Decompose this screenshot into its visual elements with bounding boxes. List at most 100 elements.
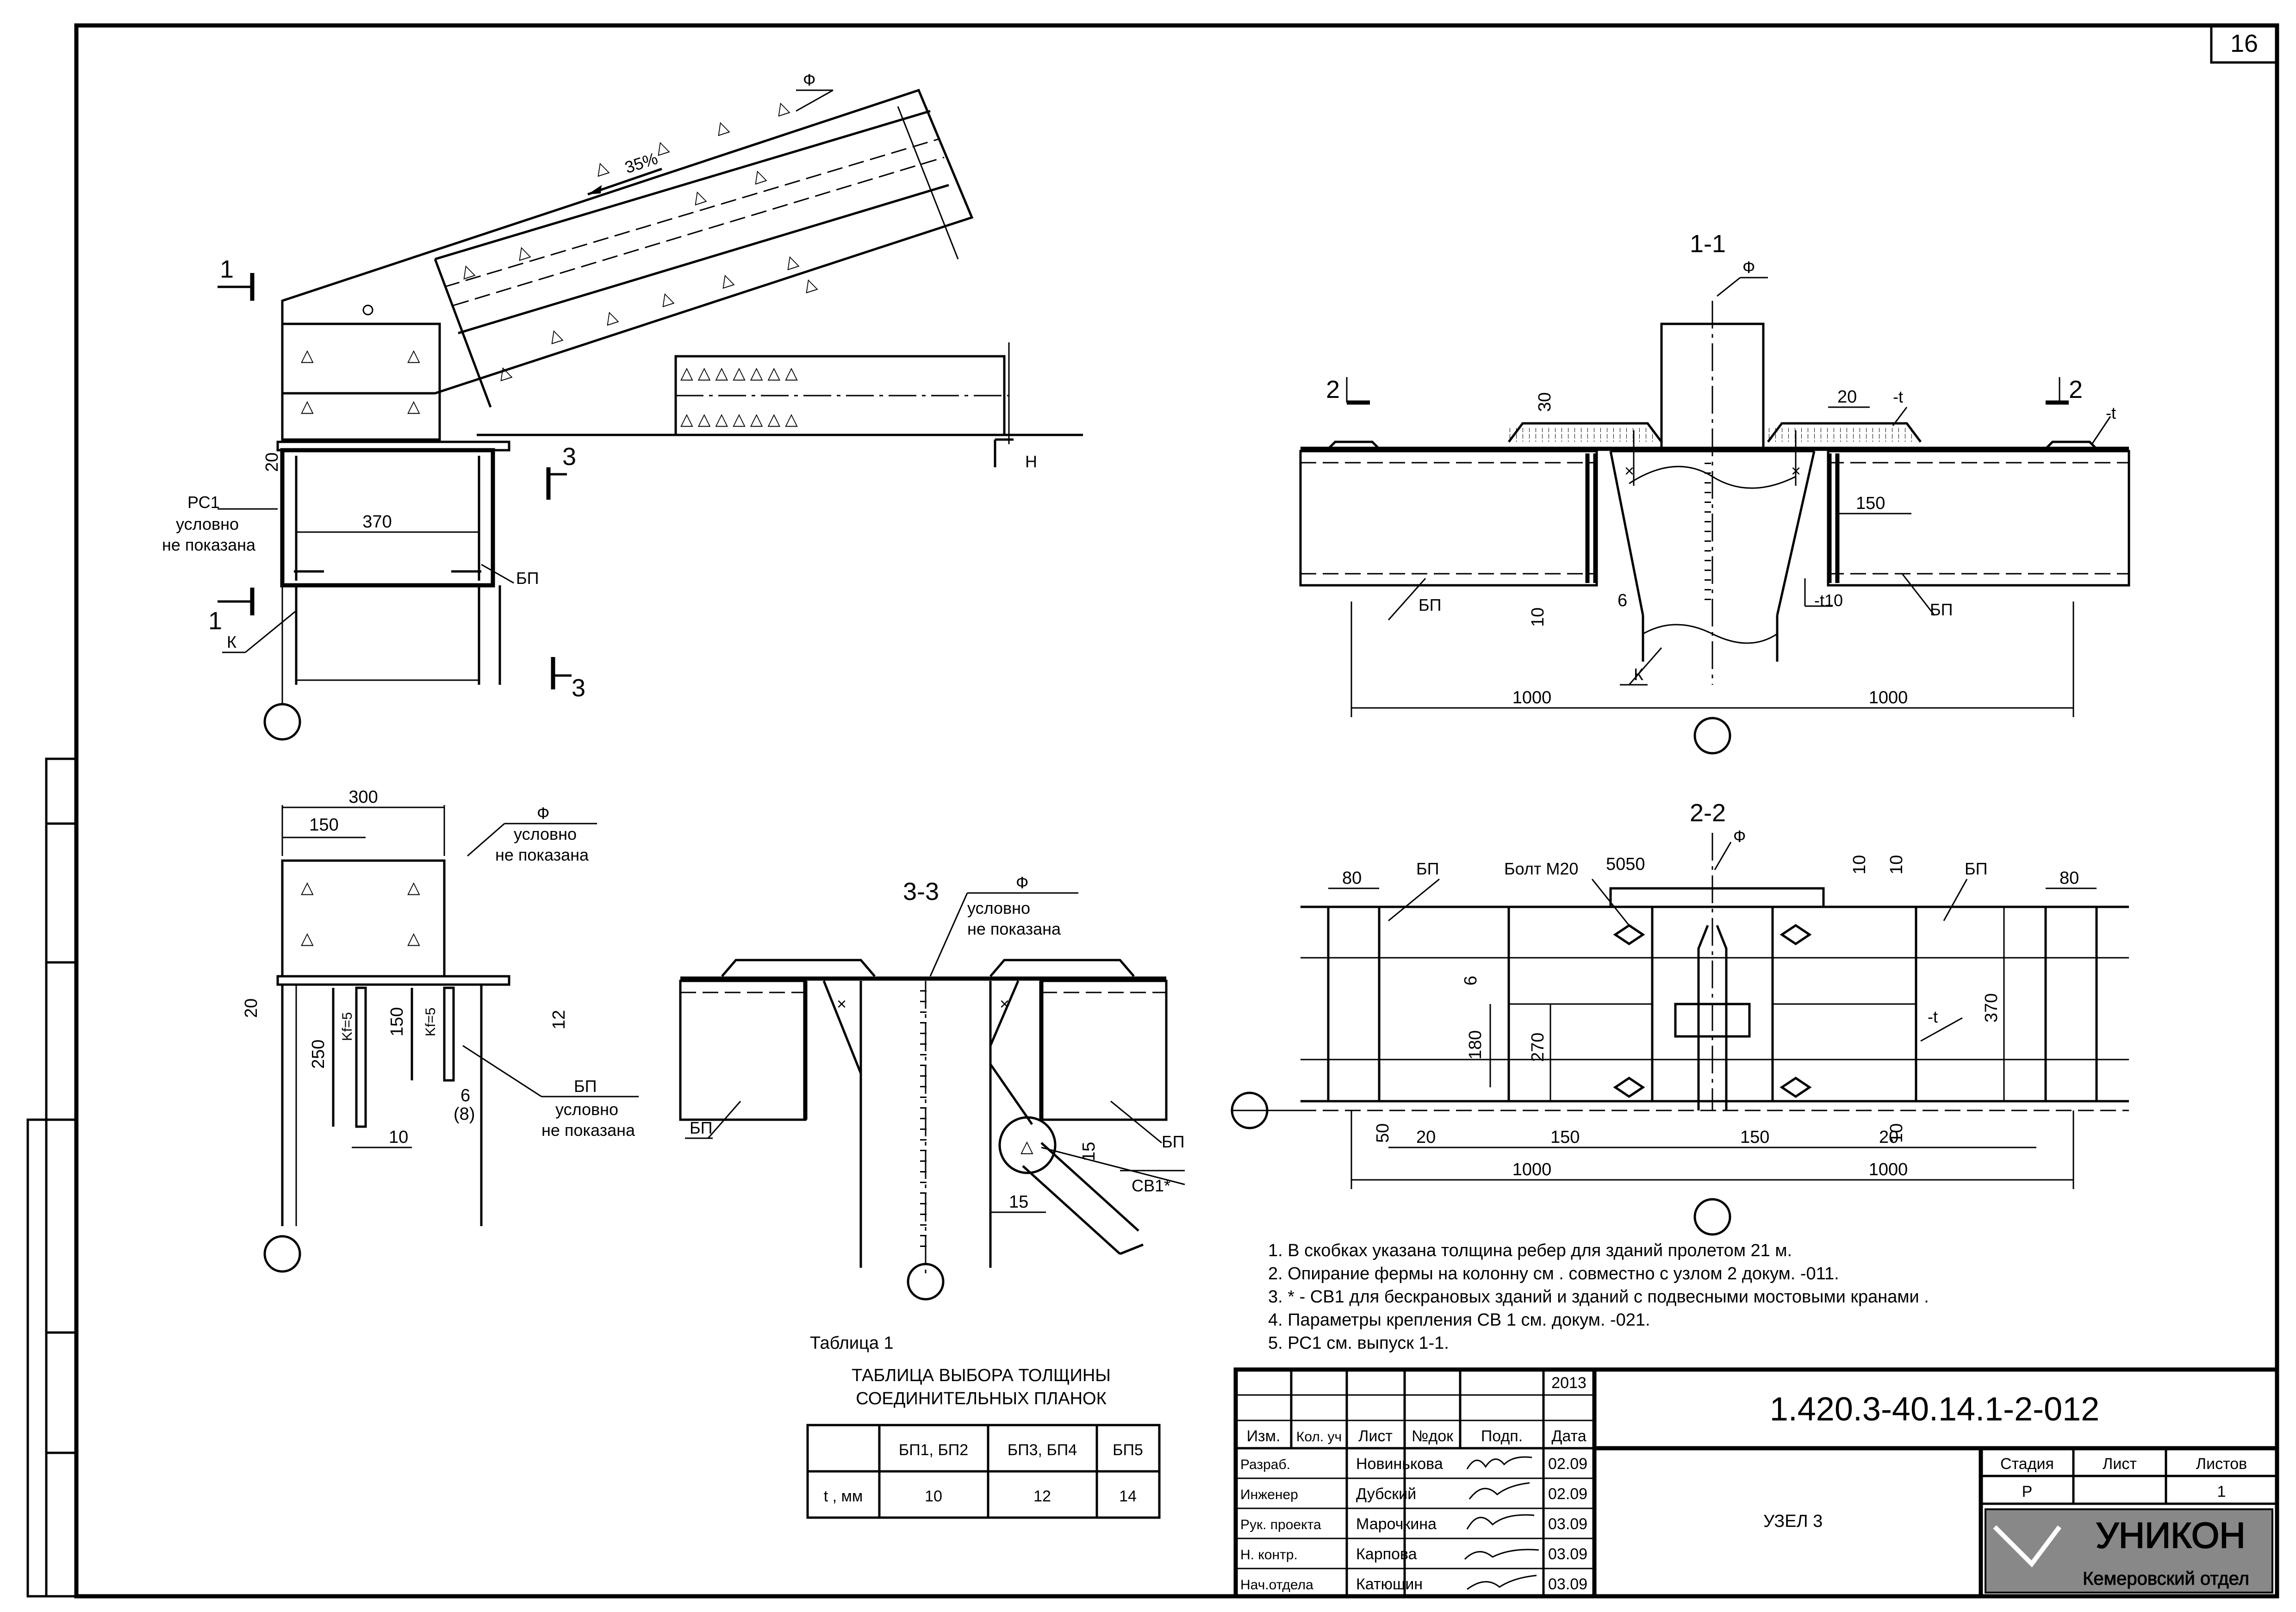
svg-text:Ф: Ф — [1016, 873, 1028, 892]
axis-marker — [263, 1235, 301, 1273]
svg-text:△: △ — [602, 305, 620, 328]
note-5: 5. РС1 см. выпуск 1-1. — [1268, 1333, 1449, 1353]
note-3: 3. * - СВ1 для бескрановых зданий и здан… — [1268, 1287, 1929, 1307]
company-logo: УНИКОН Кемеровский отдел — [1985, 1508, 2273, 1593]
tb-name: Новинькова — [1356, 1455, 1443, 1473]
section-mark-1-bottom: 1 — [208, 588, 255, 635]
svg-text:3: 3 — [562, 443, 576, 471]
svg-text:БП: БП — [1416, 859, 1439, 878]
signature — [1464, 1549, 1539, 1560]
svg-text:Ф: Ф — [1733, 827, 1746, 846]
svg-text:1000: 1000 — [1512, 688, 1552, 707]
column-cap-gusset — [281, 322, 441, 441]
dim-370: 370 — [362, 512, 392, 532]
svg-text:△: △ — [301, 929, 314, 948]
bracing-sv1 — [1022, 1142, 1144, 1255]
svg-text:250: 250 — [309, 1040, 328, 1069]
section-mark-3-top: 3 — [546, 443, 576, 500]
note-4: 4. Параметры крепления СВ 1 см. докум. -… — [1268, 1310, 1650, 1330]
svg-text:6: 6 — [460, 1086, 470, 1105]
column-k — [281, 585, 501, 685]
axis-marker — [1693, 717, 1731, 755]
notes: 1. В скобках указана толщина ребер для з… — [1268, 1241, 1929, 1353]
svg-text:30: 30 — [1535, 392, 1555, 412]
cap-plate-side — [276, 975, 510, 986]
svg-text:5050: 5050 — [1606, 855, 1645, 874]
truss-label: Ф — [803, 70, 815, 89]
svg-text:150: 150 — [1740, 1128, 1769, 1147]
svg-text:6: 6 — [1461, 976, 1481, 986]
signature — [1466, 1514, 1535, 1530]
svg-text:△ △ △ △ △ △ △: △ △ △ △ △ △ △ — [680, 409, 798, 428]
table-header: БП5 — [1113, 1441, 1143, 1459]
bp-label: БП — [516, 569, 539, 588]
beam-bp-right — [1827, 450, 2130, 587]
svg-text:△: △ — [592, 156, 610, 179]
rc1-note-2: не показана — [162, 535, 256, 554]
svg-text:80: 80 — [1342, 868, 1362, 888]
view-section-3-3: 3-3 × × △ СВ1* 15 15 Ф условно не показа… — [679, 873, 1185, 1301]
post-label: Ф — [1742, 258, 1755, 277]
svg-text:не показана: не показана — [541, 1121, 635, 1140]
axis-marker — [1231, 1091, 1269, 1129]
view-section-2-2: 2-2 Болт М20 Ф БП БП -t 80 — [1231, 799, 2129, 1236]
svg-text:Кол. уч: Кол. уч — [1296, 1429, 1342, 1445]
table-cell: 10 — [925, 1488, 942, 1505]
svg-text:△: △ — [301, 346, 314, 365]
svg-text:10: 10 — [389, 1128, 408, 1147]
tb-date: 02.09 — [1548, 1455, 1587, 1473]
tb-role: Инженер — [1240, 1487, 1298, 1502]
svg-text:1000: 1000 — [1869, 1160, 1908, 1179]
end-stiffener-left — [1327, 905, 1381, 1103]
tb-date: 03.09 — [1548, 1515, 1587, 1533]
beam-bp-left — [1299, 450, 1598, 587]
signature — [1468, 1482, 1530, 1500]
lower-chord: △ △ △ △ △ △ △ △ △ △ △ △ △ △ — [477, 342, 1083, 444]
svg-text:300: 300 — [348, 787, 378, 807]
company-dept: Кемеровский отдел — [2083, 1569, 2249, 1589]
view-side-node: △△ △△ 300 150 250 150 Kf=5 Kf=5 20 12 6 … — [242, 787, 639, 1273]
svg-text:6: 6 — [1618, 591, 1627, 610]
svg-text:370: 370 — [1982, 993, 2001, 1023]
svg-text:Изм.: Изм. — [1247, 1427, 1281, 1445]
thickness-table: Таблица 1 ТАБЛИЦА ВЫБОРА ТОЛЩИНЫ СОЕДИНИ… — [806, 1333, 1161, 1519]
svg-text:Лист: Лист — [1358, 1427, 1393, 1445]
svg-text:△: △ — [546, 324, 564, 346]
splice-plate-left-33 — [721, 959, 876, 977]
svg-text:Дата: Дата — [1551, 1427, 1586, 1445]
section-mark-3-bottom: 3 — [551, 657, 585, 702]
svg-text:△ △ △ △ △ △ △: △ △ △ △ △ △ △ — [680, 363, 798, 382]
section-mark-h: Н — [994, 438, 1037, 471]
section-mark-h-label: Н — [1025, 452, 1037, 471]
svg-text:10: 10 — [1887, 855, 1906, 874]
table-cell: 14 — [1119, 1488, 1137, 1505]
column-profile-22 — [1697, 925, 1728, 1110]
svg-text:БП: БП — [574, 1077, 597, 1096]
svg-text:15: 15 — [1009, 1192, 1028, 1212]
tb-date: 02.09 — [1548, 1485, 1587, 1503]
view-3-3-title: 3-3 — [903, 878, 939, 905]
tb-role: Нач.отдела — [1240, 1577, 1313, 1593]
table-title-2: СОЕДИНИТЕЛЬНЫХ ПЛАНОК — [856, 1389, 1106, 1408]
svg-text:Р: Р — [2022, 1483, 2033, 1500]
svg-text:12: 12 — [549, 1010, 569, 1029]
svg-text:№док: №док — [1412, 1427, 1454, 1445]
slope-label: 35% — [622, 149, 660, 177]
rc1-note-1: условно — [176, 515, 239, 533]
svg-text:△: △ — [690, 185, 708, 207]
bracing-gusset — [998, 1116, 1057, 1174]
svg-text:К: К — [1634, 665, 1643, 684]
svg-text:△: △ — [407, 878, 420, 897]
svg-text:условно: условно — [967, 899, 1030, 918]
beam-bp-right-33 — [1040, 980, 1168, 1121]
svg-text:150: 150 — [309, 815, 338, 835]
svg-text:Лист: Лист — [2103, 1455, 2137, 1473]
svg-text:10: 10 — [1528, 608, 1548, 627]
section-mark-1-top: 1 — [218, 255, 255, 301]
svg-text:БП: БП — [1162, 1132, 1185, 1151]
svg-text:БП: БП — [1965, 859, 1988, 878]
svg-text:-t10: -t10 — [1814, 591, 1843, 610]
svg-text:Подп.: Подп. — [1481, 1427, 1523, 1445]
view-elevation-node: △ △ △ △ △ △ △ △ △ △ △ △ △ △ △ 35% Ф △ △ … — [162, 70, 1083, 741]
